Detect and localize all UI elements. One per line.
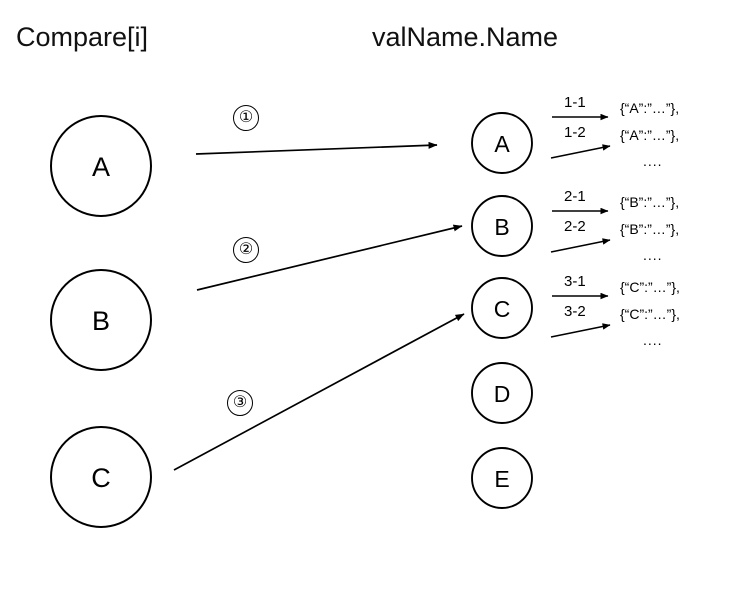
node-circle — [471, 362, 533, 424]
node-label: C — [494, 296, 511, 322]
right-node-e[interactable]: E — [471, 447, 533, 509]
mapping-connectors — [173, 141, 465, 471]
json-entries-ellipsis: .... — [643, 153, 663, 169]
node-circle — [471, 447, 533, 509]
step-badge-3: ③ — [227, 390, 253, 416]
entry-index-label: 1-2 — [564, 124, 586, 141]
node-circle — [50, 426, 152, 528]
json-entry-text: {“C”:”…”}, — [620, 279, 680, 295]
right-node-c[interactable]: C — [471, 277, 533, 339]
left-node-a[interactable]: A — [50, 115, 152, 217]
node-circle — [471, 195, 533, 257]
node-circle — [50, 269, 152, 371]
entry-arrow-1-2 — [550, 144, 611, 159]
right-node-b[interactable]: B — [471, 195, 533, 257]
entry-index-label: 1-1 — [564, 94, 586, 111]
node-label: E — [494, 466, 509, 492]
json-entry-text: {“C”:”…”}, — [620, 306, 680, 322]
mapping-arrow-a-to-a — [195, 141, 438, 155]
entry-arrow-3-2 — [550, 323, 611, 338]
json-entries-ellipsis: .... — [643, 332, 663, 348]
node-label: C — [91, 463, 111, 493]
node-label: B — [494, 214, 509, 240]
right-node-d[interactable]: D — [471, 362, 533, 424]
entry-index-label: 2-1 — [564, 188, 586, 205]
mapping-arrow-b-to-b — [196, 224, 463, 291]
right-nodes: A B C D E — [471, 112, 533, 509]
node-label: D — [494, 381, 511, 407]
step-badge-2: ② — [233, 237, 259, 263]
left-column-title: Compare[i] — [16, 22, 149, 52]
entry-index-label: 2-2 — [564, 218, 586, 235]
node-circle — [50, 115, 152, 217]
left-nodes: A B C — [50, 115, 152, 528]
node-circle — [471, 277, 533, 339]
entry-connectors — [550, 113, 611, 338]
node-label: B — [92, 306, 110, 336]
mapping-arrow-c-to-c — [173, 313, 465, 471]
json-entry-text: {“A”:”…”}, — [620, 127, 680, 143]
left-node-c[interactable]: C — [50, 426, 152, 528]
node-label: A — [92, 152, 110, 182]
left-node-b[interactable]: B — [50, 269, 152, 371]
entry-index-label: 3-1 — [564, 273, 586, 290]
json-entry-text: {“A”:”…”}, — [620, 100, 680, 116]
entry-arrow-2-2 — [550, 238, 611, 253]
right-column-title: valName.Name — [372, 22, 559, 52]
json-entry-text: {“B”:”…”}, — [620, 194, 680, 210]
json-entries-ellipsis: .... — [643, 247, 663, 263]
right-node-a[interactable]: A — [471, 112, 533, 174]
node-circle — [471, 112, 533, 174]
entry-index-label: 3-2 — [564, 303, 586, 320]
node-label: A — [494, 131, 510, 157]
json-entry-text: {“B”:”…”}, — [620, 221, 680, 237]
step-badge-1: ① — [233, 105, 259, 131]
